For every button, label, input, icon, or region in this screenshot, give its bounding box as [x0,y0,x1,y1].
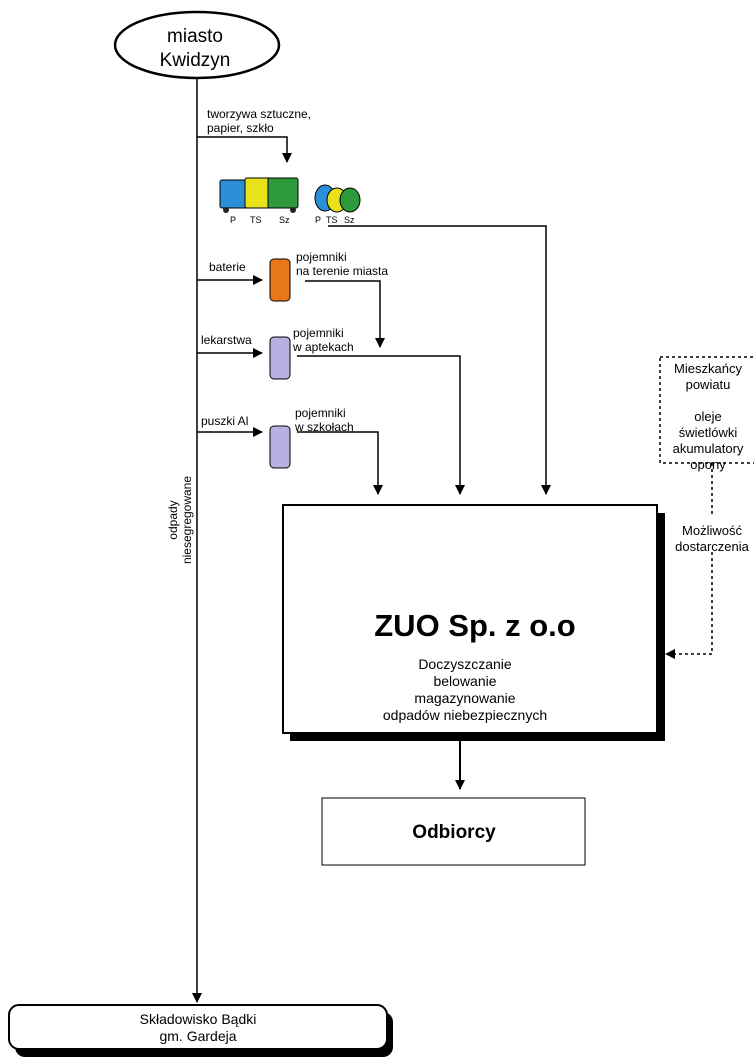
batteries-to-junction [305,280,385,348]
battery-container [269,258,291,302]
bag-label-sz: Sz [344,215,355,225]
stream-label-medicines: lekarstwa [201,333,252,347]
container-label-schools: pojemniki w szkołach [295,406,354,434]
source-label: miasto Kwidzyn [159,26,231,71]
bin-label-ts: TS [250,215,262,225]
school-container [269,425,291,469]
zuo-description: Doczyszczanie belowanie magazynowanie od… [382,656,548,723]
bins-to-zuo [328,225,551,495]
bin-label-sz: Sz [279,215,290,225]
bag-label-p: P [315,215,322,225]
container-label-city: pojemniki na terenie miasta [296,250,389,278]
branch-recyclables [197,136,292,163]
waste-bags [314,184,361,213]
wheelie-bins [219,177,299,213]
possible-delivery-label: Możliwość dostarczenia [675,523,749,554]
bin-label-p: P [230,215,237,225]
stream-label-cans: puszki Al [201,414,249,428]
zuo-box [282,504,658,734]
recyclables-label: tworzywa sztuczne, papier, szkło [207,107,312,135]
recipients-label: Odbiorcy [412,822,496,843]
stream-label-batteries: baterie [209,260,246,274]
pharmacy-container [269,336,291,380]
landfill-label: Składowisko Bądki gm. Gardeja [139,1011,257,1044]
county-label: Mieszkańcy powiatu oleje świetlówki akum… [672,361,744,472]
cans-to-zuo [297,431,383,495]
bag-label-ts: TS [326,215,338,225]
landfill-box [8,1004,388,1050]
container-label-pharmacies: pojemniki w aptekach [293,326,354,354]
recipients-box [321,797,586,866]
unsorted-waste-label: odpady niesegregowane [166,475,194,565]
medicines-to-zuo [297,355,465,495]
zuo-title: ZUO Sp. z o.o [374,608,576,643]
county-line-b [665,552,713,659]
county-box [659,356,754,464]
